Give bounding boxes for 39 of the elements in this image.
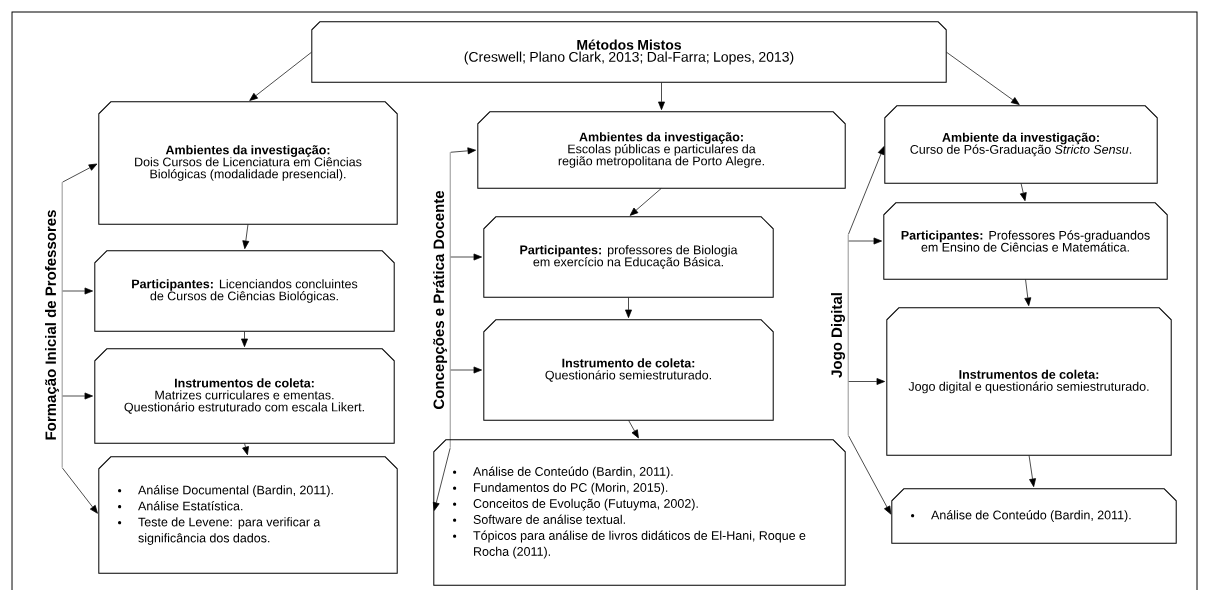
process-box: Participantes: professores de Biologia em exercício na Educação Básica. (483, 216, 774, 298)
arrow (629, 188, 662, 216)
arrow (450, 147, 476, 155)
arrow (848, 146, 885, 235)
arrow (1024, 279, 1032, 306)
title-box: Métodos Mistos (Creswell; Plano Clark, 2013; Dal-Farra; Lopes, 2013) (311, 21, 947, 83)
process-box: Instrumentos de coleta: Matrizes curriculares e ementas. Questionário estruturado com escala Likert. (94, 348, 395, 444)
arrow (625, 297, 632, 318)
arrow (450, 253, 482, 261)
process-box: Participantes: Professores Pós-graduandos em Ensino de Ciências e Matemática. (883, 202, 1168, 280)
arrow (242, 224, 250, 249)
process-box: Instrumentos de coleta: Jogo digital e questionário semiestruturado. (886, 307, 1172, 456)
process-box: Ambientes da investigação: Escolas públicas e particulares da região metropolitana de Porto Alegre. (477, 111, 846, 189)
process-box: Ambientes da investigação: Dois Cursos de Licenciatura em Ciências Biológicas (modalidade presencial). (98, 101, 398, 225)
arrow (848, 237, 882, 245)
arrow (1019, 183, 1027, 202)
arrow (242, 443, 249, 456)
arrow (628, 420, 639, 439)
process-box: Instrumento de coleta: Questionário semiestruturado. (483, 319, 774, 421)
arrow (62, 163, 98, 183)
arrow (62, 467, 98, 514)
arrow (62, 287, 93, 295)
column-label: Formação Inicial de Professores (45, 181, 63, 469)
process-box: Participantes: Licenciandos concluintes de Cursos de Ciências Biológicas. (94, 250, 395, 332)
bullet-list-box: Análise de Conteúdo (Bardin, 2011). (891, 488, 1177, 544)
arrow (848, 435, 892, 515)
arrow (1028, 455, 1036, 488)
arrow (432, 447, 451, 511)
arrow (450, 366, 482, 374)
arrow (62, 392, 93, 400)
bullet-list-box: Análise Documental (Bardin, 2011). Análise Estatística. Teste de Levene: para verificar a significância dos dados. (98, 456, 398, 574)
arrow (848, 378, 885, 385)
process-box: Ambiente da investigação: Curso de Pós-Graduação Stricto Sensu. (884, 105, 1158, 184)
column-label: Jogo Digital (831, 234, 849, 436)
arrow (241, 331, 248, 347)
arrow (946, 51, 1020, 105)
arrow (658, 82, 665, 110)
arrow (249, 51, 312, 101)
bullet-list-box: Análise de Conteúdo (Bardin, 2011). Fundamentos do PC (Morin, 2015). Conceitos de Evolução (Futuyma, 2002). Software de análise textual. Tópicos para análise de livros didáticos de El-Hani, Roque e Rocha (2011). (433, 439, 846, 586)
